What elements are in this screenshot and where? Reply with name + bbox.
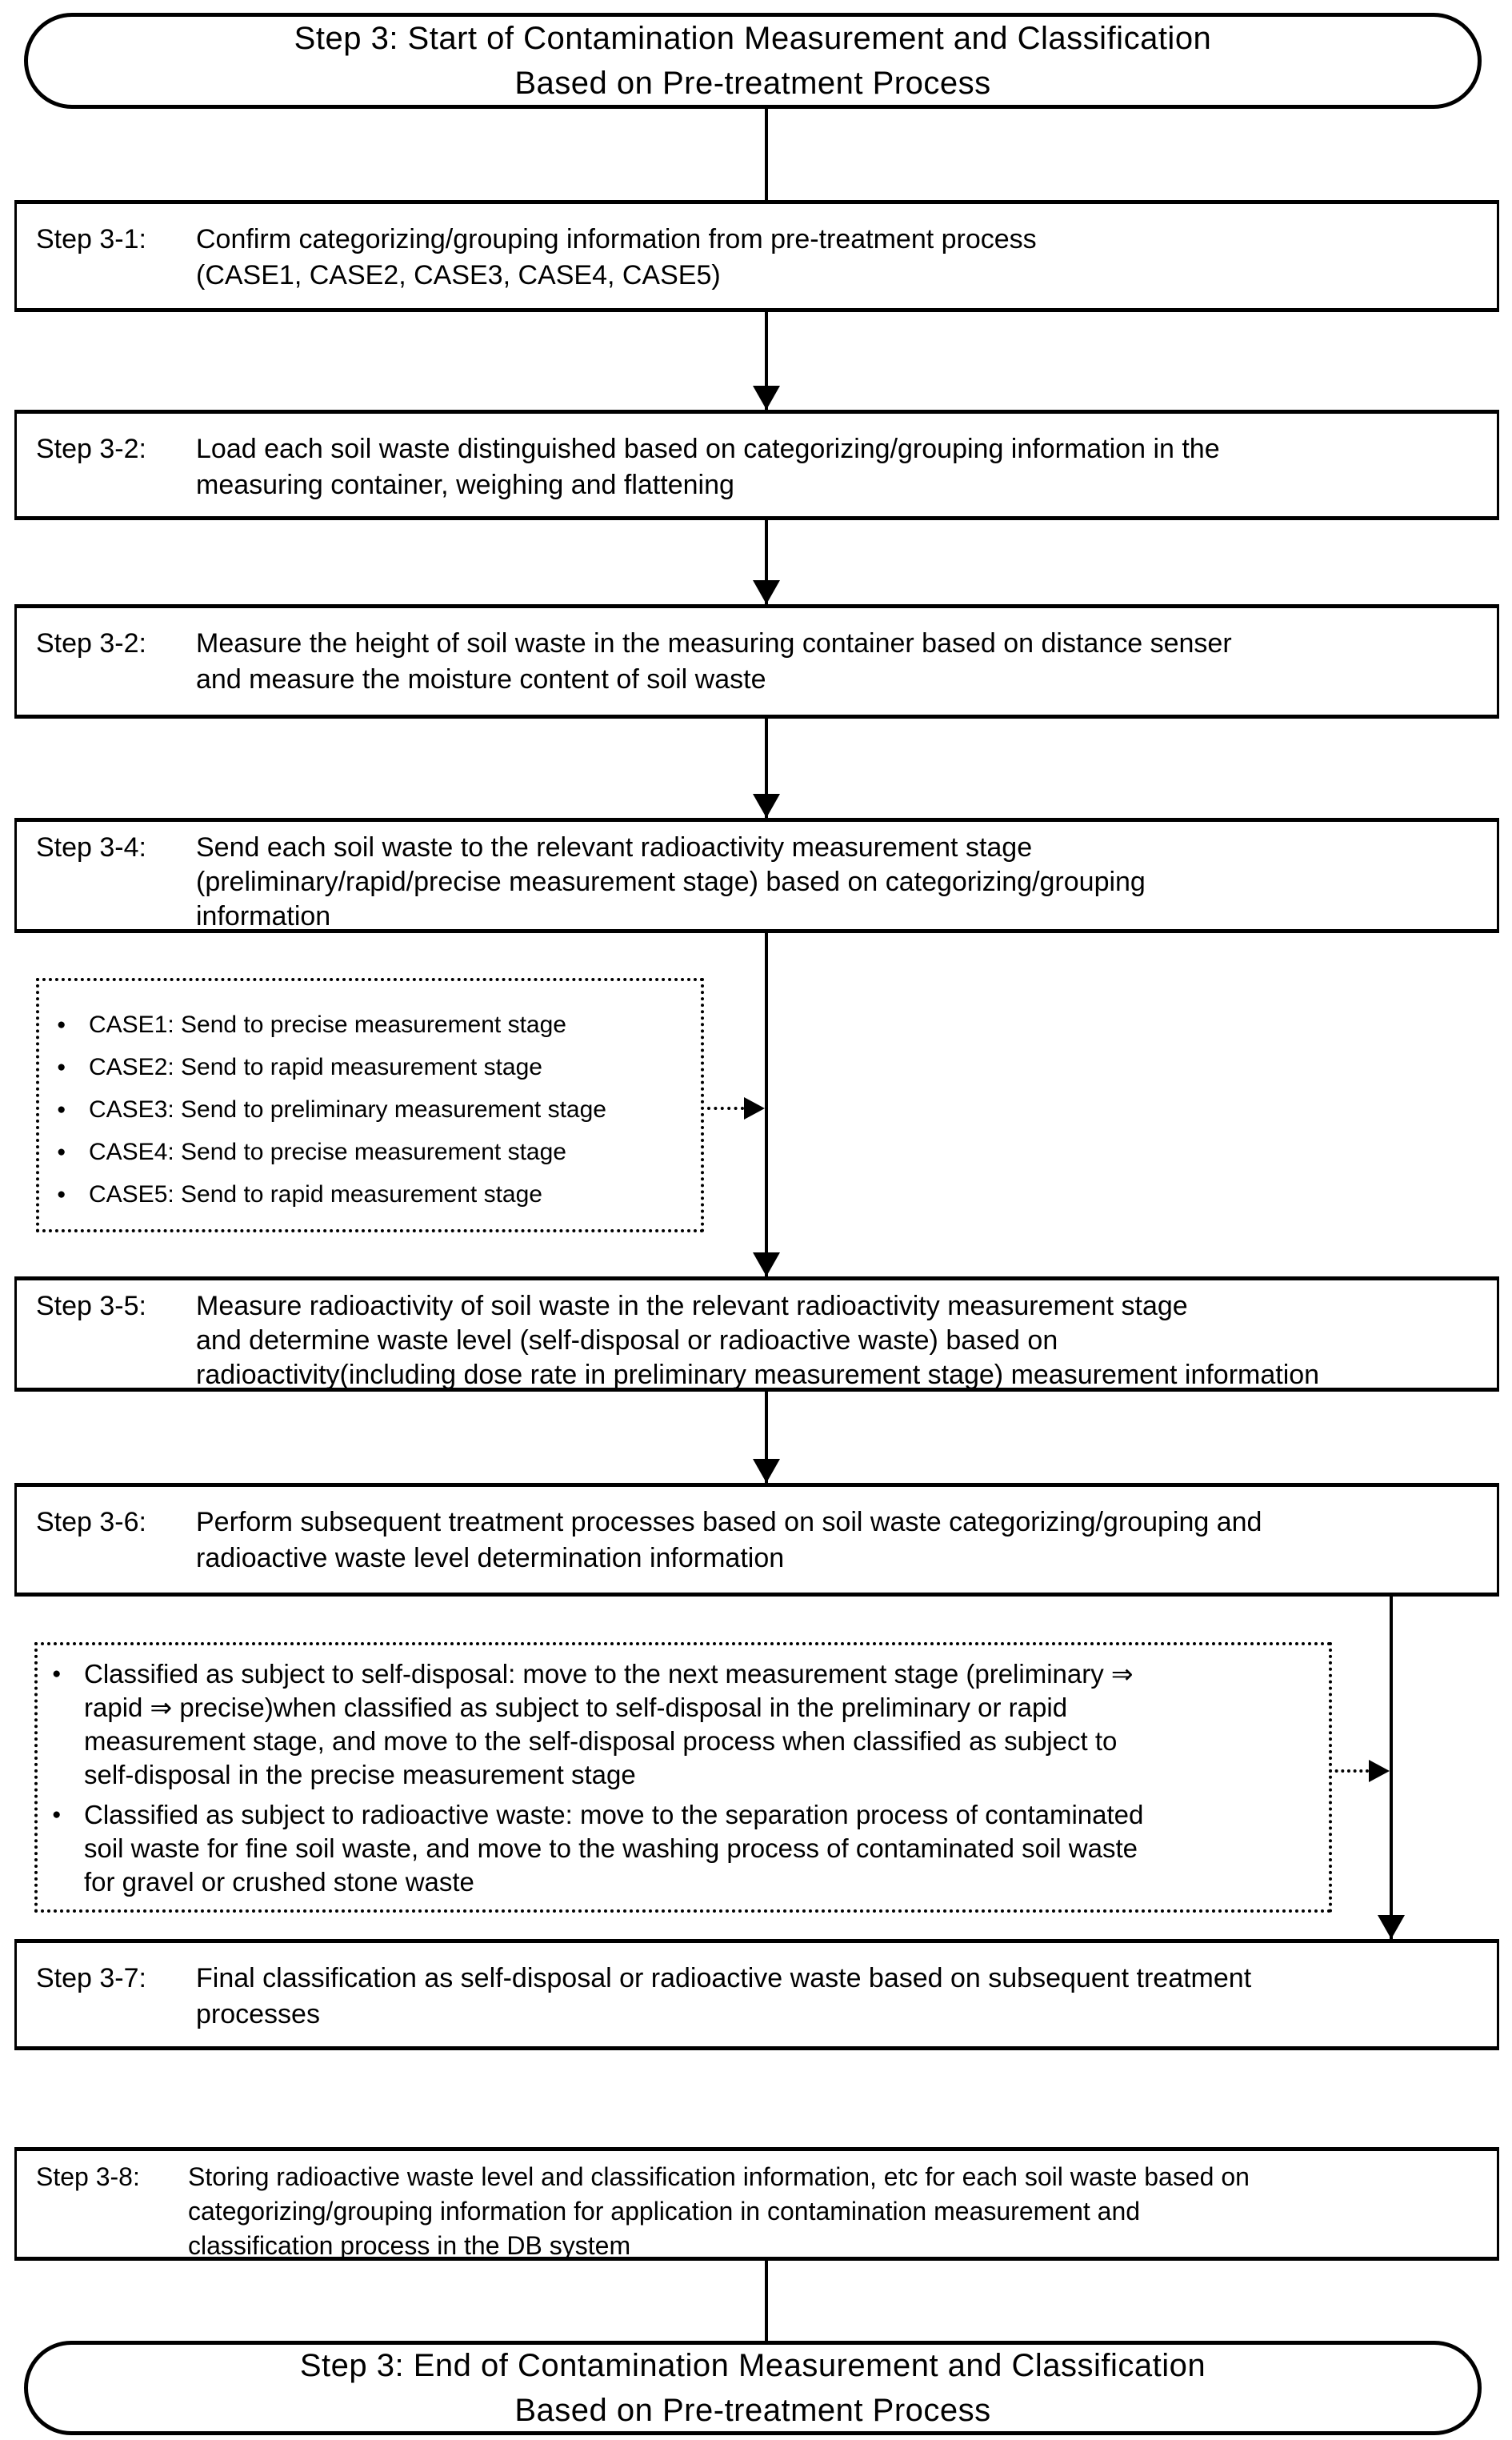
step-label: Step 3-5: xyxy=(36,1291,146,1321)
dotted-arrow-icon xyxy=(1329,1760,1390,1782)
flow-arrow-3-4-to-3-5 xyxy=(765,933,768,1276)
step-label: Step 3-1: xyxy=(36,224,146,254)
step-label: Step 3-8: xyxy=(36,2162,140,2191)
case-item-text: CASE2: Send to rapid measurement stage xyxy=(89,1054,542,1080)
flow-arrow-3-6-to-3-7 xyxy=(1390,1597,1393,1939)
case-item-text: CASE3: Send to preliminary measurement s… xyxy=(89,1096,606,1123)
process-box-step-3-1: Step 3-1: Confirm categorizing/grouping … xyxy=(14,200,1499,312)
step-text: Load each soil waste distinguished based… xyxy=(196,434,1220,500)
step-text: Measure the height of soil waste in the … xyxy=(196,628,1232,695)
note-item: ● CASE2: Send to rapid measurement stage xyxy=(57,1052,686,1083)
note-item: ● CASE5: Send to rapid measurement stage xyxy=(57,1180,686,1210)
bullet-icon: ● xyxy=(57,1059,66,1076)
note-item: ● CASE4: Send to precise measurement sta… xyxy=(57,1137,686,1168)
bullet-icon: ● xyxy=(57,1186,66,1203)
note-item: ● Classified as subject to radioactive w… xyxy=(52,1798,1316,1899)
classification-item-text: Classified as subject to radioactive was… xyxy=(84,1800,1144,1897)
step-text: Measure radioactivity of soil waste in t… xyxy=(196,1291,1320,1390)
terminator-end-text: Step 3: End of Contamination Measurement… xyxy=(299,2348,1206,2428)
process-box-step-3-4: Step 3-4: Send each soil waste to the re… xyxy=(14,818,1499,933)
step-text: Perform subsequent treatment processes b… xyxy=(196,1507,1262,1573)
step-label: Step 3-2: xyxy=(36,434,146,464)
case-item-text: CASE5: Send to rapid measurement stage xyxy=(89,1181,542,1208)
bullet-icon: ● xyxy=(52,1665,62,1682)
process-box-step-3-2: Step 3-2: Load each soil waste distingui… xyxy=(14,410,1499,520)
bullet-icon: ● xyxy=(57,1101,66,1118)
bullet-icon: ● xyxy=(57,1016,66,1033)
classification-item-text: Classified as subject to self-disposal: … xyxy=(84,1659,1134,1789)
terminator-end: Step 3: End of Contamination Measurement… xyxy=(24,2341,1482,2435)
case-note-box: ● CASE1: Send to precise measurement sta… xyxy=(36,978,704,1232)
case-item-text: CASE4: Send to precise measurement stage xyxy=(89,1139,566,1165)
step-text: Confirm categorizing/grouping informatio… xyxy=(196,224,1037,290)
note-item: ● Classified as subject to self-disposal… xyxy=(52,1657,1316,1792)
process-box-step-3-5: Step 3-5: Measure radioactivity of soil … xyxy=(14,1276,1499,1392)
step-label: Step 3-7: xyxy=(36,1963,146,1993)
dotted-line xyxy=(1329,1769,1369,1773)
dotted-arrow-icon xyxy=(707,1097,765,1120)
flow-connector-start-to-3-1 xyxy=(765,109,768,200)
arrowhead-right-icon xyxy=(744,1097,765,1120)
case-item-text: CASE1: Send to precise measurement stage xyxy=(89,1012,566,1038)
process-box-step-3-8: Step 3-8: Storing radioactive waste leve… xyxy=(14,2147,1499,2261)
note-item: ● CASE3: Send to preliminary measurement… xyxy=(57,1095,686,1125)
dotted-line xyxy=(707,1107,744,1110)
process-box-step-3-6: Step 3-6: Perform subsequent treatment p… xyxy=(14,1483,1499,1597)
step-text: Storing radioactive waste level and clas… xyxy=(188,2162,1250,2260)
step-label: Step 3-4: xyxy=(36,832,146,863)
flow-arrow-3-1-to-3-2 xyxy=(765,312,768,410)
step-label: Step 3-2: xyxy=(36,628,146,659)
flow-arrow-3-3-to-3-4 xyxy=(765,719,768,818)
bullet-icon: ● xyxy=(57,1144,66,1160)
flow-arrow-3-2-to-3-3 xyxy=(765,520,768,604)
arrowhead-right-icon xyxy=(1369,1760,1390,1782)
process-box-step-3-7: Step 3-7: Final classification as self-d… xyxy=(14,1939,1499,2050)
process-box-step-3-3: Step 3-2: Measure the height of soil was… xyxy=(14,604,1499,719)
flow-arrow-3-5-to-3-6 xyxy=(765,1392,768,1483)
terminator-start: Step 3: Start of Contamination Measureme… xyxy=(24,13,1482,109)
bullet-icon: ● xyxy=(52,1806,62,1823)
step-text: Send each soil waste to the relevant rad… xyxy=(196,832,1146,932)
classification-note-box: ● Classified as subject to self-disposal… xyxy=(34,1642,1332,1913)
terminator-start-text: Step 3: Start of Contamination Measureme… xyxy=(294,21,1212,101)
step-label: Step 3-6: xyxy=(36,1507,146,1537)
step-text: Final classification as self-disposal or… xyxy=(196,1963,1252,2029)
flow-connector-3-8-to-end xyxy=(765,2261,768,2341)
note-item: ● CASE1: Send to precise measurement sta… xyxy=(57,1010,686,1040)
